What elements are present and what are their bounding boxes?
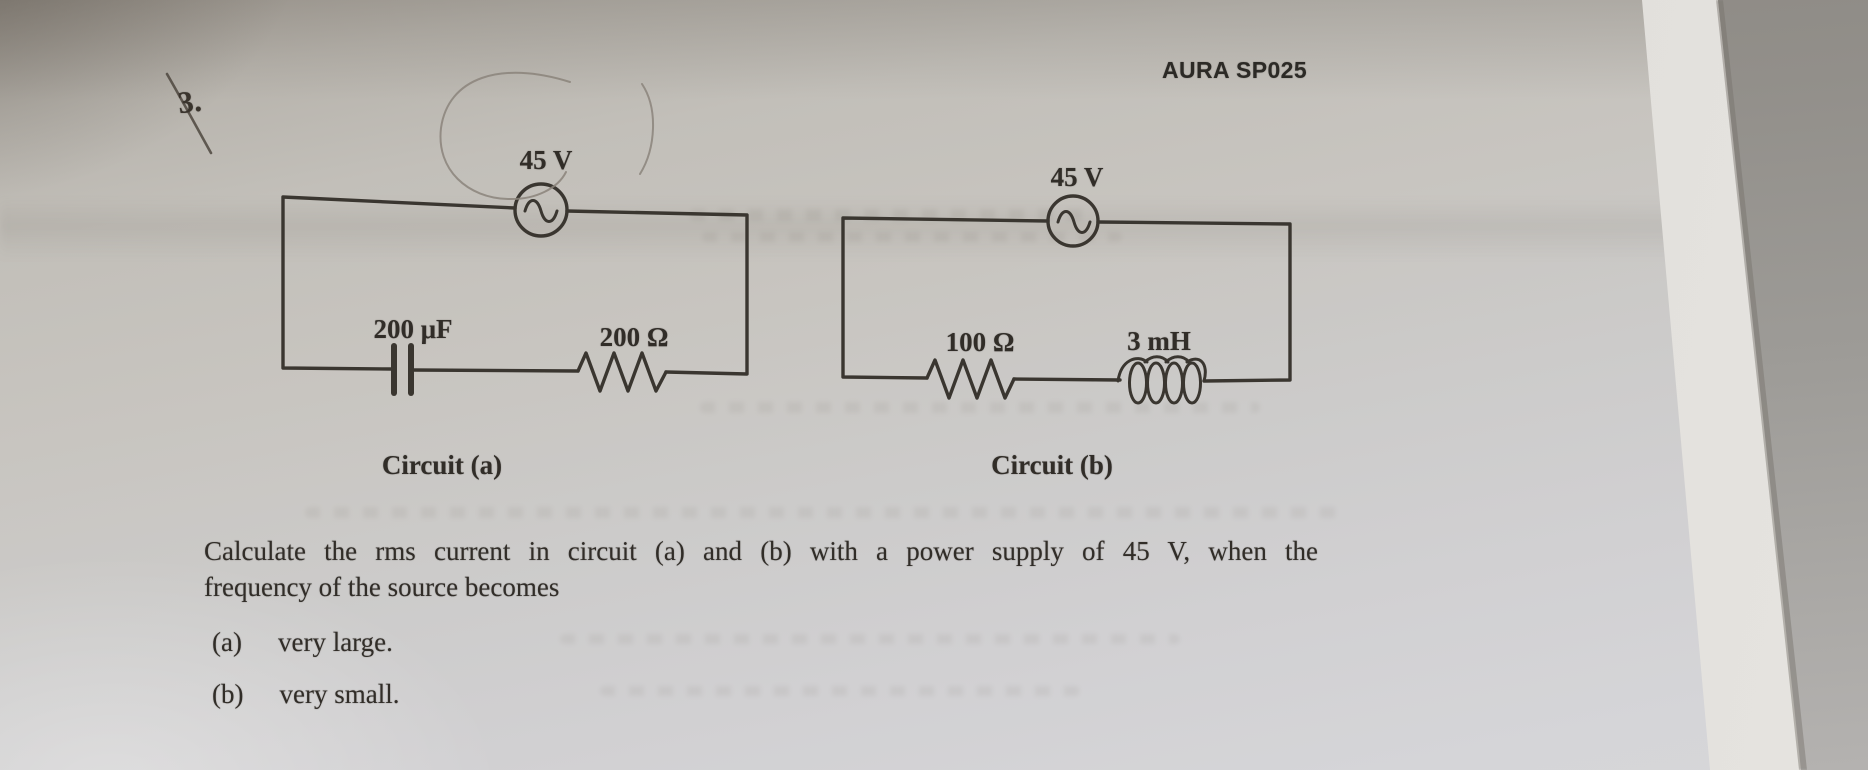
resistor-icon	[576, 351, 668, 393]
circuit-a-diagram	[281, 182, 749, 396]
circuit-a-capacitor-label: 200 μF	[373, 314, 453, 344]
bleed-through-smudge	[702, 232, 1122, 242]
bleed-through-smudge	[560, 634, 1180, 644]
pencil-circle-annotation	[439, 71, 571, 201]
question-number-strike	[165, 72, 213, 155]
inductor-icon	[1116, 355, 1207, 405]
circuit-b-source-label: 45 V	[1050, 162, 1104, 192]
circuit-b-diagram	[841, 194, 1292, 405]
item-b-label: (b)	[212, 679, 244, 709]
wire	[409, 368, 580, 373]
document-code: AURA SP025	[1162, 57, 1308, 83]
item-a-text: very large.	[277, 627, 393, 657]
question-line-1: Calculate the rms current in circuit (a)…	[204, 536, 1318, 566]
question-item: (a) very large.	[212, 627, 393, 658]
bleed-through-smudge	[305, 507, 1345, 518]
bleed-through-smudge	[600, 686, 1080, 696]
capacitor-icon	[391, 343, 414, 396]
question-item: (b) very small.	[212, 679, 399, 710]
ac-source-icon	[1046, 194, 1100, 248]
circuit-b-caption: Circuit (b)	[991, 450, 1113, 480]
circuit-b-resistor-label: 100 Ω	[945, 327, 1015, 357]
circuit-a-resistor-label: 200 Ω	[599, 322, 669, 352]
scan-shadow-band	[0, 198, 1720, 260]
bleed-through-smudge	[690, 209, 1090, 221]
question-line-2: frequency of the source becomes	[204, 572, 560, 602]
pencil-annotations	[165, 71, 654, 201]
wire	[281, 195, 517, 371]
bleed-through-smudge	[700, 402, 1260, 413]
resistor-icon	[925, 358, 1016, 400]
ac-source-icon	[513, 182, 569, 238]
wire	[565, 209, 749, 376]
circuit-a-source-label: 45 V	[519, 145, 573, 175]
wire	[841, 216, 1050, 380]
circuit-a-caption: Circuit (a)	[381, 450, 503, 480]
wire	[1096, 220, 1292, 383]
item-a-label: (a)	[212, 627, 242, 657]
wire	[1012, 377, 1122, 382]
item-b-text: very small.	[279, 679, 400, 709]
pencil-circle-annotation	[639, 83, 654, 175]
circuit-b-inductor-label: 3 mH	[1127, 326, 1191, 356]
question-number: 3.	[175, 82, 204, 121]
top-shadow	[0, 0, 1868, 100]
